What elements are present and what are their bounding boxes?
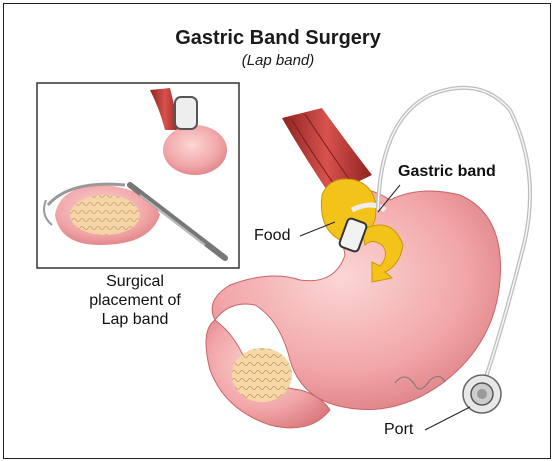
inset-box (37, 83, 239, 268)
diagram-title: Gastric Band Surgery (0, 27, 556, 50)
gastric-band-label: Gastric band (398, 163, 496, 181)
port-label: Port (384, 421, 413, 439)
inset-caption: Surgical placement of Lap band (60, 272, 210, 329)
diagram-subtitle: (Lap band) (0, 52, 556, 69)
inset-caption-line1: Surgical (60, 272, 210, 291)
fat-tissue (232, 348, 292, 402)
port-leader (425, 407, 470, 430)
food-label: Food (254, 227, 290, 245)
inset-caption-line3: Lap band (60, 310, 210, 329)
inset-caption-line2: placement of (60, 291, 210, 310)
